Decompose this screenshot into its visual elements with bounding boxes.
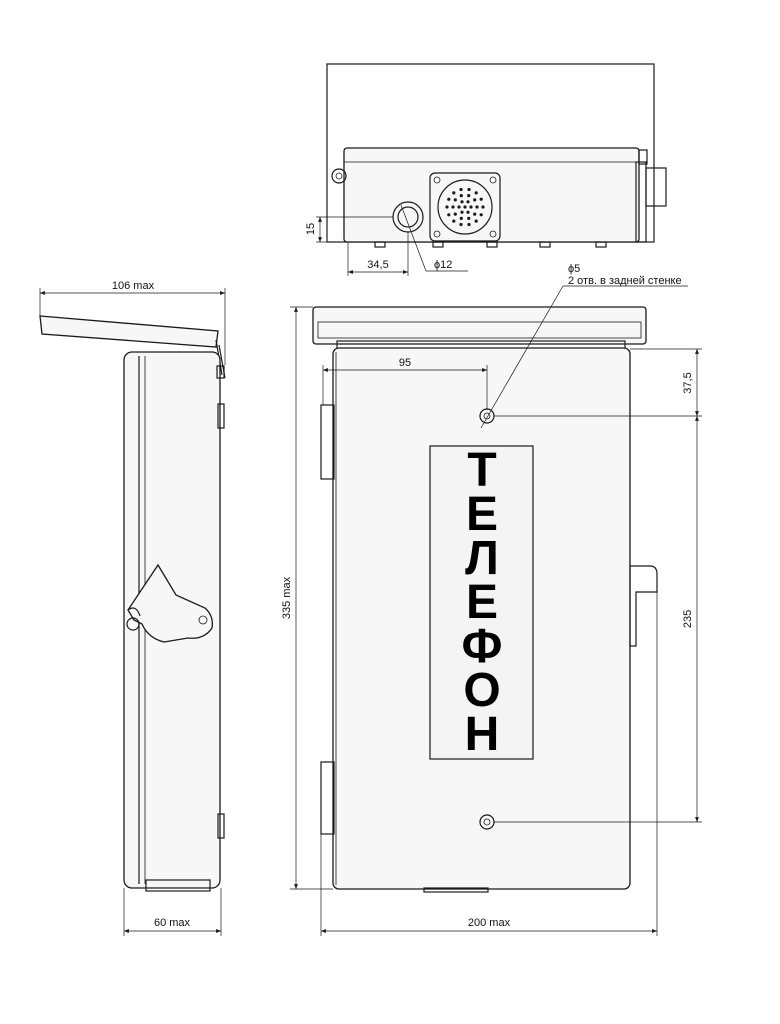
- speaker-hole: [459, 216, 463, 220]
- speaker-grille-ring: [437, 179, 493, 235]
- top-view-foot: [432, 241, 444, 248]
- speaker-hole: [473, 198, 477, 202]
- side-view-clip: [217, 813, 225, 839]
- label-letter: Е: [466, 488, 498, 541]
- side-view-clip: [217, 403, 225, 429]
- front-view: Т Е Л Е Ф О Н ϕ5 2 отв. в задней стенке …: [281, 263, 702, 936]
- top-view-hinge-left-pin: [335, 172, 343, 180]
- label-letter: Л: [465, 532, 499, 585]
- speaker-hole: [479, 213, 483, 217]
- speaker-screw: [489, 176, 497, 184]
- speaker-hole: [481, 205, 485, 209]
- speaker-hole: [474, 219, 478, 223]
- leader-inlet: [400, 204, 427, 272]
- speaker-hole: [469, 205, 473, 209]
- speaker-screw: [433, 176, 441, 184]
- speaker-hole: [473, 212, 477, 216]
- speaker-hole: [467, 222, 471, 227]
- label-letter: О: [463, 664, 500, 717]
- speaker-hole: [466, 200, 470, 204]
- top-view-foot: [374, 241, 386, 248]
- speaker-hole: [475, 205, 479, 209]
- speaker-hole: [460, 210, 464, 214]
- speaker-hole: [447, 213, 451, 217]
- label-letter: Т: [467, 444, 496, 497]
- dim-top-width-text: 106 max: [112, 280, 155, 292]
- top-view-hinge-left: [331, 168, 347, 184]
- side-view-latch-pivot: [126, 617, 140, 631]
- speaker-hole: [459, 222, 463, 227]
- side-view-latch-curl: [127, 607, 141, 617]
- speaker-hole: [459, 194, 463, 198]
- mount-hole-bottom-inner: [483, 818, 491, 826]
- dim-inlet-offset-text: 34,5: [367, 259, 388, 271]
- front-view-hinge-bottom: [320, 761, 335, 835]
- side-view-hinge: [216, 365, 225, 379]
- speaker-hole: [453, 198, 457, 202]
- front-view-lid: [312, 306, 647, 345]
- label-panel: [429, 445, 534, 760]
- dim-hole-offset-text: 95: [399, 357, 411, 369]
- cable-inlet-inner: [397, 206, 419, 228]
- speaker-hole: [447, 197, 451, 201]
- label-letter: Н: [465, 708, 500, 761]
- speaker-hole: [466, 210, 470, 214]
- speaker-hole: [474, 191, 478, 195]
- speaker-hole: [459, 187, 463, 192]
- side-view-bottom-rib: [145, 879, 211, 892]
- speaker-screw: [433, 230, 441, 238]
- front-view-bottom-rib: [423, 887, 489, 893]
- speaker-hole: [467, 194, 471, 198]
- speaker-hole: [467, 216, 471, 220]
- top-view-foot: [486, 241, 498, 248]
- side-view: 106 max 60 max: [39, 280, 226, 936]
- side-view-latch-hole: [198, 615, 208, 625]
- dim-side-width-text: 60 max: [154, 917, 191, 929]
- speaker-hole: [453, 212, 457, 216]
- label-letter: Ф: [462, 620, 503, 673]
- front-view-latch: [629, 565, 658, 647]
- side-view-latch-hook: [127, 563, 213, 643]
- leader-mount-hole: [480, 285, 564, 429]
- top-view-latch: [645, 167, 667, 207]
- top-view-latch-knob: [638, 149, 648, 165]
- dim-inlet-height-text: 15: [305, 223, 317, 235]
- speaker-grille-holes: [445, 187, 485, 227]
- speaker-screw: [489, 230, 497, 238]
- speaker-hole: [457, 205, 461, 209]
- speaker-hole: [479, 197, 483, 201]
- dim-total-height-text: 335 max: [281, 576, 293, 619]
- dim-hole-spacing-text: 235: [682, 610, 694, 628]
- dim-inlet-diameter-text: ϕ12: [434, 259, 452, 271]
- speaker-hole: [452, 191, 456, 195]
- speaker-plate: [429, 172, 501, 242]
- label-letter: Е: [466, 576, 498, 629]
- speaker-hole: [445, 205, 449, 209]
- mount-hole-top-inner: [483, 412, 491, 420]
- speaker-hole: [463, 205, 467, 209]
- speaker-hole: [452, 219, 456, 223]
- front-view-lid-edge: [317, 321, 642, 339]
- dim-mount-hole-text: ϕ5: [568, 263, 580, 275]
- top-view: 15 34,5 ϕ12: [305, 63, 667, 276]
- dim-front-width-text: 200 max: [468, 917, 511, 929]
- speaker-hole: [451, 205, 455, 209]
- speaker-hole: [467, 187, 471, 192]
- speaker-hole: [460, 200, 464, 204]
- side-view-lid: [39, 315, 219, 348]
- dim-hole-top-text: 37,5: [682, 372, 694, 393]
- front-view-hinge-top: [320, 404, 335, 480]
- top-view-foot: [539, 241, 551, 248]
- top-view-foot: [595, 241, 607, 248]
- mount-hole-note: 2 отв. в задней стенке: [568, 275, 682, 287]
